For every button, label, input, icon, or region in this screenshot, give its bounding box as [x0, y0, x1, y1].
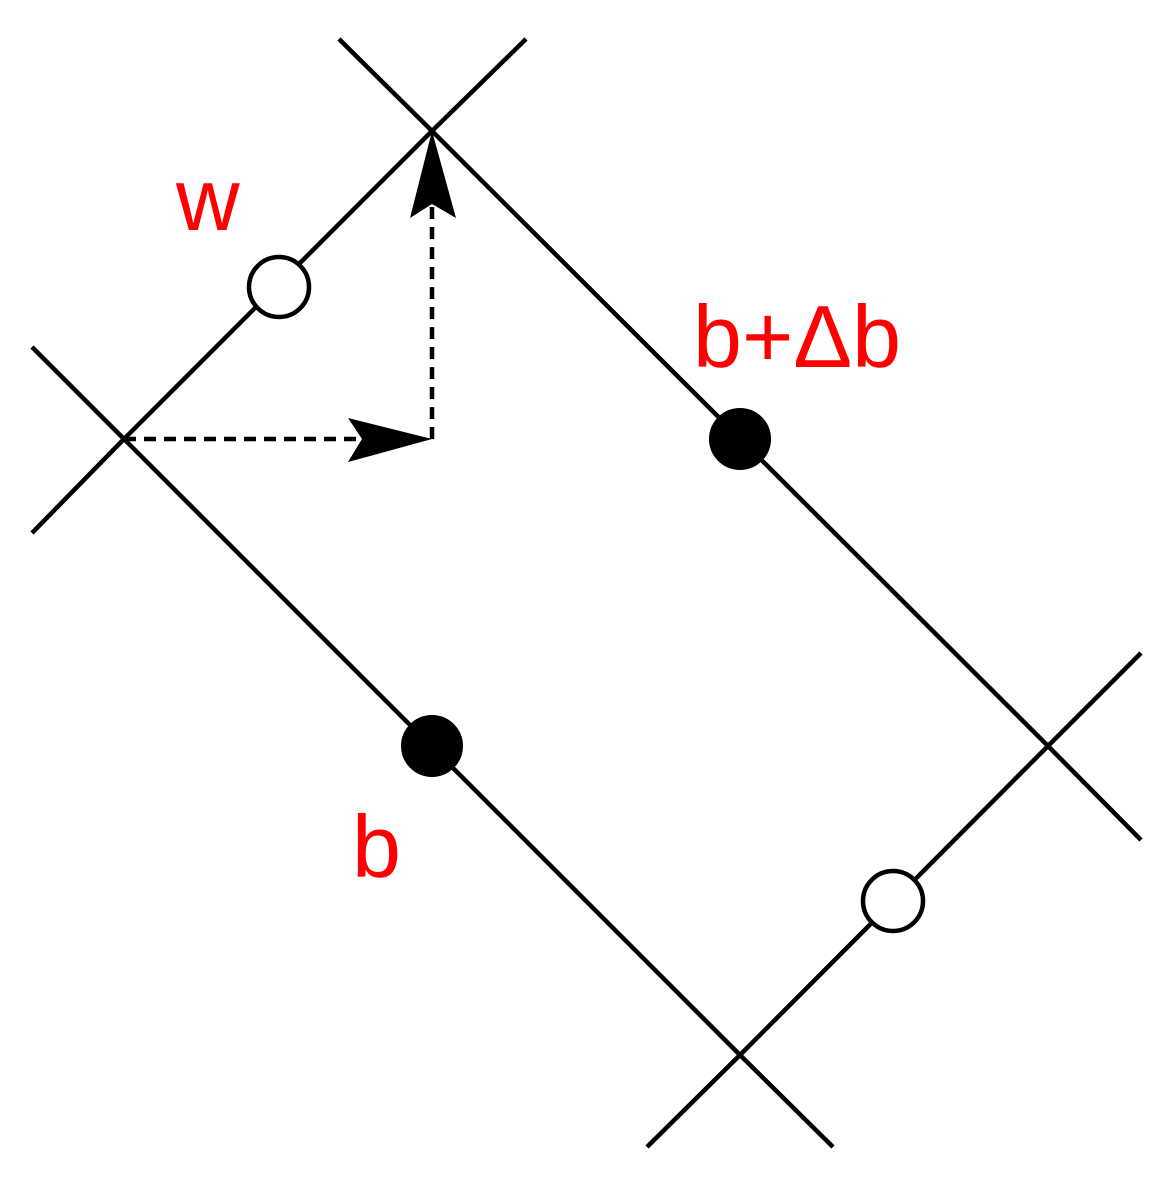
edge-left-upper-stub [30, 345, 126, 441]
label-b: b [352, 797, 401, 896]
edge-top-left-stub [337, 37, 434, 133]
vertical-arrowhead [410, 131, 456, 218]
open-node-w [246, 254, 312, 320]
edge-right-upper-stub [1046, 651, 1143, 748]
edge-bottom-left-stub [645, 1053, 742, 1149]
horizontal-arrowhead [348, 418, 432, 462]
edge-right-lower-stub [1046, 744, 1143, 842]
filled-node-b-plus-delta-b [709, 408, 771, 470]
edge-top-right-stub [430, 37, 528, 133]
filled-node-b [401, 715, 463, 777]
label-w: w [175, 150, 240, 249]
open-node-lower-right [860, 868, 926, 934]
edge-left-lower-stub [30, 437, 126, 535]
edge-bottom-right-stub [738, 1053, 835, 1149]
label-b-plus-delta-b: b+Δb [693, 287, 901, 386]
